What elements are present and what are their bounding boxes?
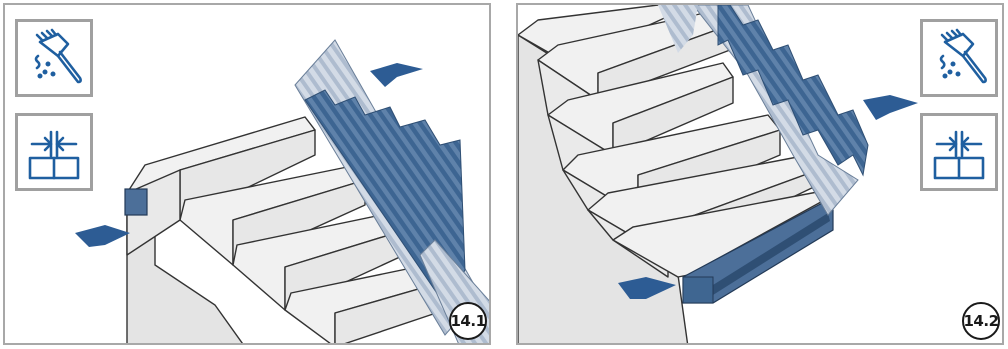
- arrow-right: [75, 225, 130, 247]
- arrow-right: [618, 277, 676, 299]
- step-panel-2: 14.2: [516, 3, 1004, 345]
- cleaning-icon-box: [920, 19, 998, 97]
- skirting-block: [124, 188, 148, 216]
- stair-illustration-2: [518, 5, 918, 343]
- cleaning-icon-box: [15, 19, 93, 97]
- arrow-left: [863, 95, 918, 120]
- step-panel-1: 14.1: [3, 3, 491, 345]
- cleaning-brush-icon: [939, 28, 987, 84]
- stair-illustration-1: [75, 39, 489, 343]
- gap-icon-box: [920, 113, 998, 191]
- gap-icon-box: [15, 113, 93, 191]
- gap-spacing-icon: [28, 130, 80, 180]
- step-label: 14.1: [449, 302, 487, 340]
- step-label: 14.2: [962, 302, 1000, 340]
- gap-spacing-icon: [933, 130, 985, 180]
- arrow-left: [370, 63, 423, 87]
- cleaning-brush-icon: [34, 28, 82, 84]
